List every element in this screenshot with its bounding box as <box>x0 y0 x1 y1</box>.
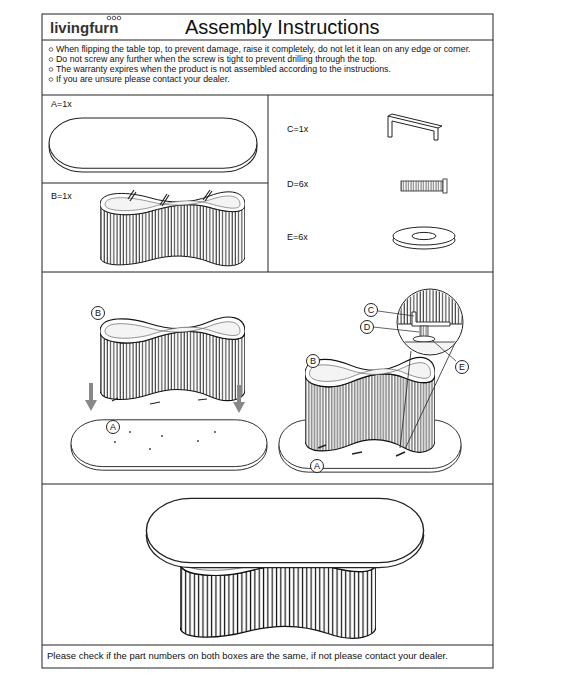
part-quantity: B=1x <box>51 192 72 202</box>
callout-circle: C <box>364 303 378 317</box>
instruction-note: Do not screw any further when the screw … <box>56 55 377 65</box>
brand-logo: livingfurn <box>50 20 118 37</box>
callout-circle: B <box>91 306 105 320</box>
callout-circle: A <box>106 420 120 434</box>
callout-circle: D <box>360 320 374 334</box>
document-title: Assembly Instructions <box>185 16 380 38</box>
footer-note: Please check if the part numbers on both… <box>47 651 448 661</box>
callout-letter: E <box>459 363 465 372</box>
instruction-note: If you are unsure please contact your de… <box>56 75 230 85</box>
callout-letter: C <box>368 306 375 315</box>
part-quantity: D=6x <box>287 180 308 190</box>
instruction-note: The warranty expires when the product is… <box>56 65 391 75</box>
callout-letter: A <box>110 423 116 432</box>
callout-circle: E <box>455 360 469 374</box>
part-quantity: A=1x <box>51 100 72 110</box>
callout-letter: B <box>95 309 101 318</box>
callout-letter: D <box>364 323 371 332</box>
callout-letter: A <box>314 462 320 471</box>
callout-circle: B <box>306 354 320 368</box>
callout-circle: A <box>310 459 324 473</box>
part-quantity: E=6x <box>287 233 308 243</box>
part-quantity: C=1x <box>287 125 308 135</box>
instruction-note: When flipping the table top, to prevent … <box>56 45 471 55</box>
callout-letter: B <box>310 357 316 366</box>
